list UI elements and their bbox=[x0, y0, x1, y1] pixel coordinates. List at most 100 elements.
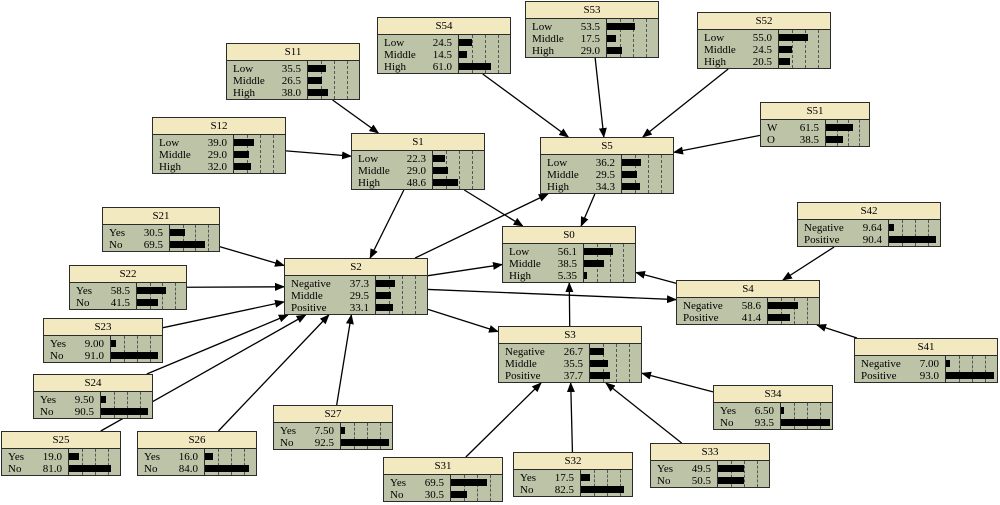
belief-bar bbox=[433, 155, 445, 162]
gridline bbox=[648, 155, 649, 193]
state-probability: 32.0 bbox=[207, 161, 227, 173]
node-title: S23 bbox=[44, 319, 162, 336]
edge-s51-to-s5 bbox=[673, 134, 761, 155]
gridline bbox=[415, 276, 416, 314]
state-label: Middle bbox=[505, 358, 537, 370]
state-probability: 5.35 bbox=[557, 270, 577, 282]
belief-bar bbox=[101, 408, 148, 415]
node-title: S2 bbox=[285, 259, 427, 276]
belief-bar bbox=[718, 465, 744, 472]
state-probability: 7.00 bbox=[919, 358, 939, 370]
node-title: S34 bbox=[714, 386, 832, 403]
state-label: No bbox=[520, 484, 534, 496]
state-probability: 7.50 bbox=[314, 425, 334, 437]
state-probability: 90.5 bbox=[74, 406, 94, 418]
belief-bar bbox=[779, 46, 792, 53]
state-label: High bbox=[509, 270, 531, 282]
gridline bbox=[915, 220, 916, 246]
edge-s27-to-s2 bbox=[336, 314, 354, 406]
state-probability: 17.5 bbox=[554, 472, 574, 484]
state-label: No bbox=[657, 475, 671, 487]
state-probability: 69.5 bbox=[143, 239, 163, 251]
state-label: Negative bbox=[505, 346, 545, 358]
state-label: Yes bbox=[40, 394, 57, 406]
node-title: S52 bbox=[698, 13, 830, 30]
edge-s54-to-s5 bbox=[482, 73, 570, 138]
state-label: Negative bbox=[291, 278, 331, 290]
edge-s5-to-s0 bbox=[580, 193, 596, 227]
state-probability: 49.5 bbox=[691, 463, 711, 475]
gridline bbox=[805, 30, 806, 68]
gridline bbox=[610, 244, 611, 282]
gridline bbox=[902, 220, 903, 246]
gridline bbox=[472, 35, 473, 73]
state-label: Low bbox=[509, 246, 530, 258]
state-probability: 26.5 bbox=[281, 75, 301, 87]
gridline bbox=[354, 423, 355, 449]
state-label: Middle bbox=[291, 290, 323, 302]
state-probability: 14.5 bbox=[432, 49, 452, 61]
belief-bar bbox=[433, 179, 458, 186]
gridline bbox=[137, 336, 138, 362]
state-label: Low bbox=[159, 137, 180, 149]
belief-bar-area bbox=[204, 449, 257, 475]
belief-bar bbox=[308, 65, 326, 72]
state-label: No bbox=[50, 350, 64, 362]
belief-bar-area bbox=[68, 449, 121, 475]
node-title: S51 bbox=[761, 103, 869, 120]
gridline bbox=[837, 120, 838, 146]
belief-bar bbox=[779, 58, 790, 65]
state-row: High 5.35 bbox=[503, 270, 635, 282]
state-label: Positive bbox=[291, 302, 327, 314]
edge-s12-to-s1 bbox=[285, 150, 352, 160]
belief-bar bbox=[451, 479, 487, 486]
state-probability: 17.5 bbox=[580, 33, 600, 45]
state-label: Negative bbox=[683, 300, 723, 312]
gridline bbox=[260, 135, 261, 173]
